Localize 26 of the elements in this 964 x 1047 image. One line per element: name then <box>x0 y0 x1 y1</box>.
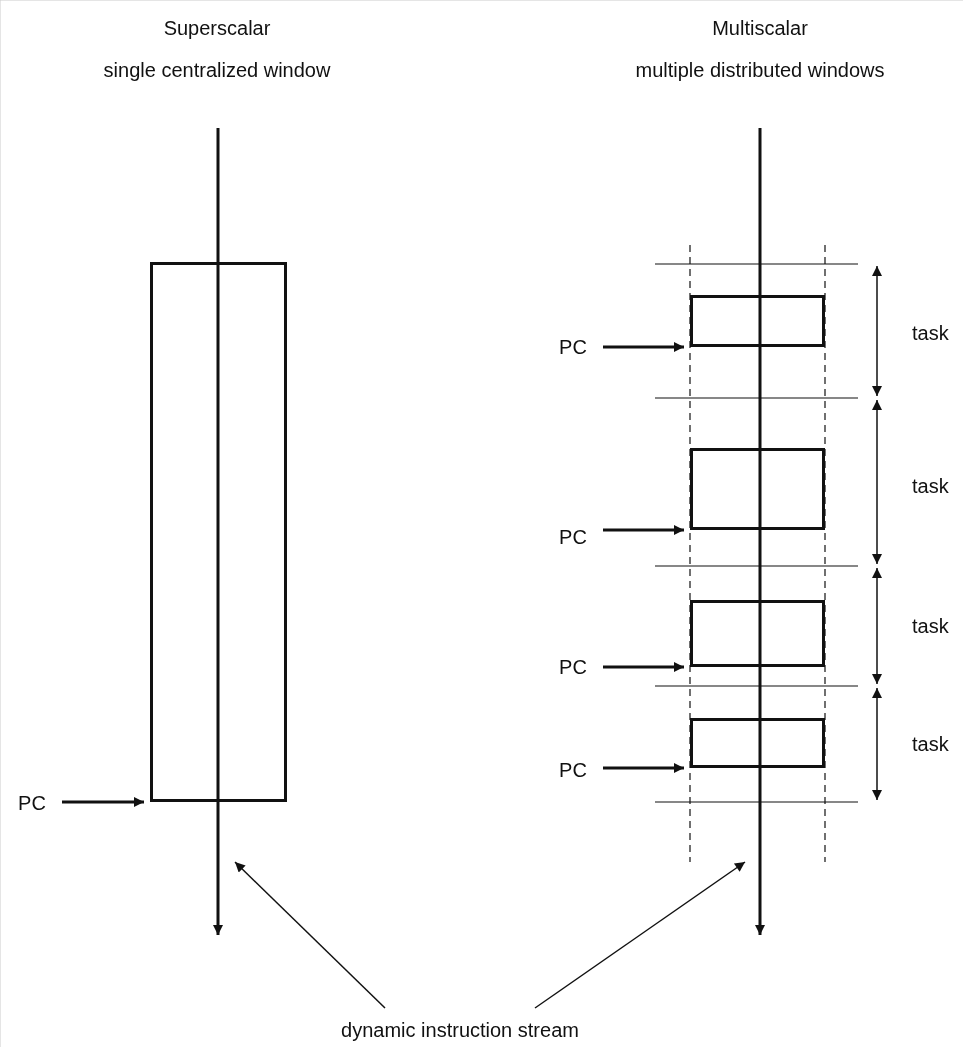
pc-label: PC <box>18 791 46 815</box>
window-box <box>690 718 825 768</box>
arrow <box>603 342 684 352</box>
pc-label: PC <box>559 655 587 679</box>
leader-arrow <box>234 861 386 1009</box>
pc-label: PC <box>559 525 587 549</box>
window-box <box>690 295 825 347</box>
pc-label: PC <box>559 758 587 782</box>
window-box <box>150 262 287 802</box>
window-box <box>690 448 825 530</box>
task-label: task <box>912 614 949 638</box>
heading: Superscalar <box>163 16 271 40</box>
task-label: task <box>912 321 949 345</box>
window-label: multiple distributed windows <box>635 58 885 82</box>
arrow <box>62 797 144 807</box>
window-label: single centralized window <box>103 58 331 82</box>
arrow <box>603 763 684 773</box>
task-label: task <box>912 474 949 498</box>
window-box <box>690 600 825 667</box>
arrow <box>603 525 684 535</box>
pc-label: PC <box>559 335 587 359</box>
heading: Multiscalar <box>712 16 808 40</box>
leader-arrow <box>534 861 746 1009</box>
caption-text: dynamic instruction stream <box>341 1018 579 1042</box>
arrow <box>603 662 684 672</box>
task-label: task <box>912 732 949 756</box>
